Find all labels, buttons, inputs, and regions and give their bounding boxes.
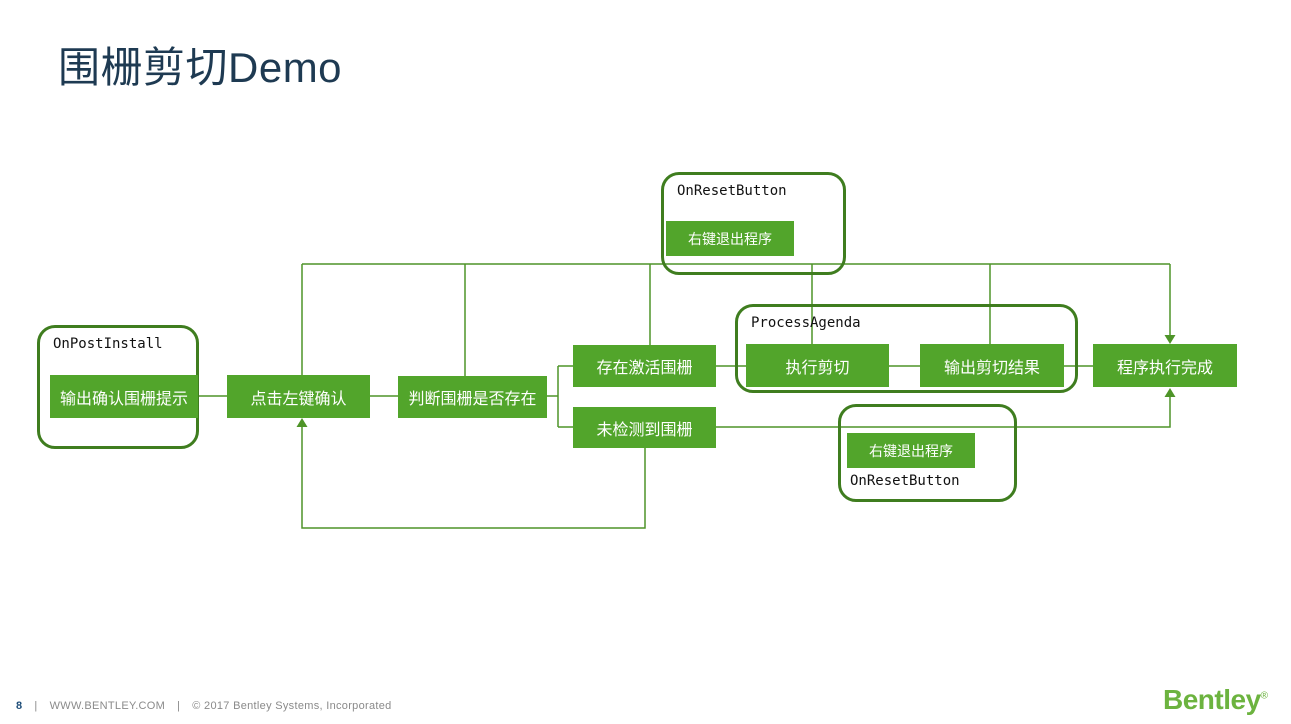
- node-output-clip-result: 输出剪切结果: [920, 344, 1064, 387]
- node-click-left-button-confirm: 点击左键确认: [227, 375, 370, 418]
- bentley-logo: Bentley®: [1163, 684, 1268, 716]
- footer-website: WWW.BENTLEY.COM: [49, 700, 166, 712]
- bentley-logo-text: Bentley: [1163, 684, 1261, 715]
- group-processagenda-label: ProcessAgenda: [751, 315, 861, 331]
- arrowhead-up-complete-bottom: [1164, 388, 1176, 397]
- group-onpostinstall-label: OnPostInstall: [53, 336, 163, 352]
- arrowhead-down-complete-top: [1164, 335, 1176, 344]
- footer-separator: |: [177, 700, 181, 712]
- footer: 8 | WWW.BENTLEY.COM | © 2017 Bentley Sys…: [16, 700, 392, 712]
- group-processagenda: ProcessAgenda: [735, 304, 1078, 393]
- footer-separator: |: [34, 700, 38, 712]
- arrowhead-up-click-bottom: [296, 418, 308, 427]
- node-output-confirm-fence-prompt: 输出确认围栅提示: [50, 375, 198, 418]
- node-judge-fence-exists: 判断围栅是否存在: [398, 376, 547, 418]
- group-onresetbutton-bottom: OnResetButton: [838, 404, 1017, 502]
- registered-mark: ®: [1260, 690, 1268, 702]
- footer-copyright: © 2017 Bentley Systems, Incorporated: [192, 700, 392, 712]
- node-execute-clip: 执行剪切: [746, 344, 889, 387]
- node-no-fence-detected: 未检测到围栅: [573, 407, 716, 448]
- group-onresetbutton-top-label: OnResetButton: [677, 183, 787, 199]
- node-right-click-exit-bottom: 右键退出程序: [847, 433, 975, 468]
- page-number: 8: [16, 700, 23, 712]
- link-none-to-complete: [716, 397, 1171, 428]
- slide-title: 围栅剪切Demo: [58, 44, 343, 91]
- loop-back-to-click: [301, 427, 646, 529]
- node-right-click-exit-top: 右键退出程序: [666, 221, 794, 256]
- group-onresetbutton-bottom-label: OnResetButton: [850, 473, 960, 489]
- group-onresetbutton-top: OnResetButton: [661, 172, 846, 275]
- node-active-fence-exists: 存在激活围栅: [573, 345, 716, 387]
- node-program-execution-complete: 程序执行完成: [1093, 344, 1237, 387]
